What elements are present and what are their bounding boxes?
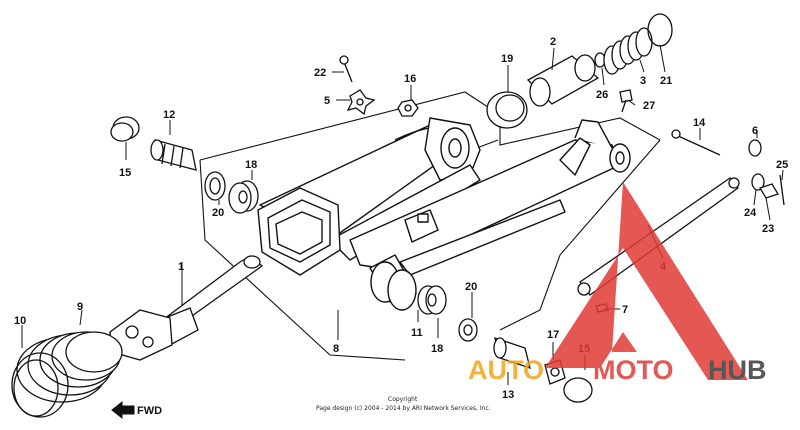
callout-2: 2 (550, 36, 556, 48)
copyright-line2: Page design (c) 2004 - 2014 by ARI Netwo… (316, 405, 491, 412)
callout-7: 7 (622, 304, 628, 316)
small-parts-bottom (417, 285, 593, 403)
small-parts-left (110, 116, 259, 214)
callout-21: 21 (660, 75, 672, 87)
callout-17: 17 (547, 329, 559, 341)
callout-6: 6 (752, 125, 758, 137)
fwd-arrow-icon (111, 400, 135, 420)
callout-18-bottom: 18 (431, 343, 443, 355)
group-outline-frame (199, 91, 661, 361)
callout-22: 22 (314, 67, 326, 79)
callout-1: 1 (178, 261, 184, 273)
fwd-label: FWD (137, 405, 162, 417)
watermark-triangle-inner-icon (623, 205, 730, 370)
callout-27: 27 (643, 100, 655, 112)
callout-25: 25 (776, 159, 788, 171)
watermark-triangle-logo-icon (545, 182, 748, 380)
callout-20-top: 20 (212, 207, 224, 219)
callout-labels: 1 2 3 4 5 6 7 8 9 10 11 12 13 14 15 15 1… (14, 36, 788, 401)
callout-18-top: 18 (245, 159, 257, 171)
callout-8: 8 (333, 343, 339, 355)
drive-shaft (109, 255, 264, 361)
callout-19: 19 (501, 53, 513, 65)
callout-3: 3 (640, 75, 646, 87)
callout-26-top: 26 (596, 89, 608, 101)
callout-23: 23 (762, 223, 774, 235)
torque-rod (577, 129, 785, 313)
callout-12: 12 (163, 109, 175, 121)
watermark-brand-hub: HUB (708, 355, 767, 385)
callout-5: 5 (324, 95, 330, 107)
automotohub-watermark: AUTO MOTO HUB (468, 182, 767, 385)
fwd-indicator: FWD (111, 400, 162, 420)
callout-11: 11 (411, 327, 423, 339)
watermark-brand-moto: MOTO (593, 355, 674, 385)
copyright-line1: Copyright (388, 396, 418, 403)
callout-14: 14 (693, 117, 706, 129)
callout-24: 24 (744, 207, 757, 219)
callout-16: 16 (404, 73, 416, 85)
callout-10: 10 (14, 315, 26, 327)
callout-13: 13 (502, 389, 514, 401)
callout-9: 9 (77, 301, 83, 313)
swingarm (257, 117, 631, 311)
watermark-brand-auto: AUTO (468, 355, 544, 385)
callout-15-left: 15 (119, 167, 131, 179)
small-parts-top (339, 13, 673, 129)
rubber-boot (11, 331, 123, 418)
callout-20-bottom: 20 (465, 281, 477, 293)
